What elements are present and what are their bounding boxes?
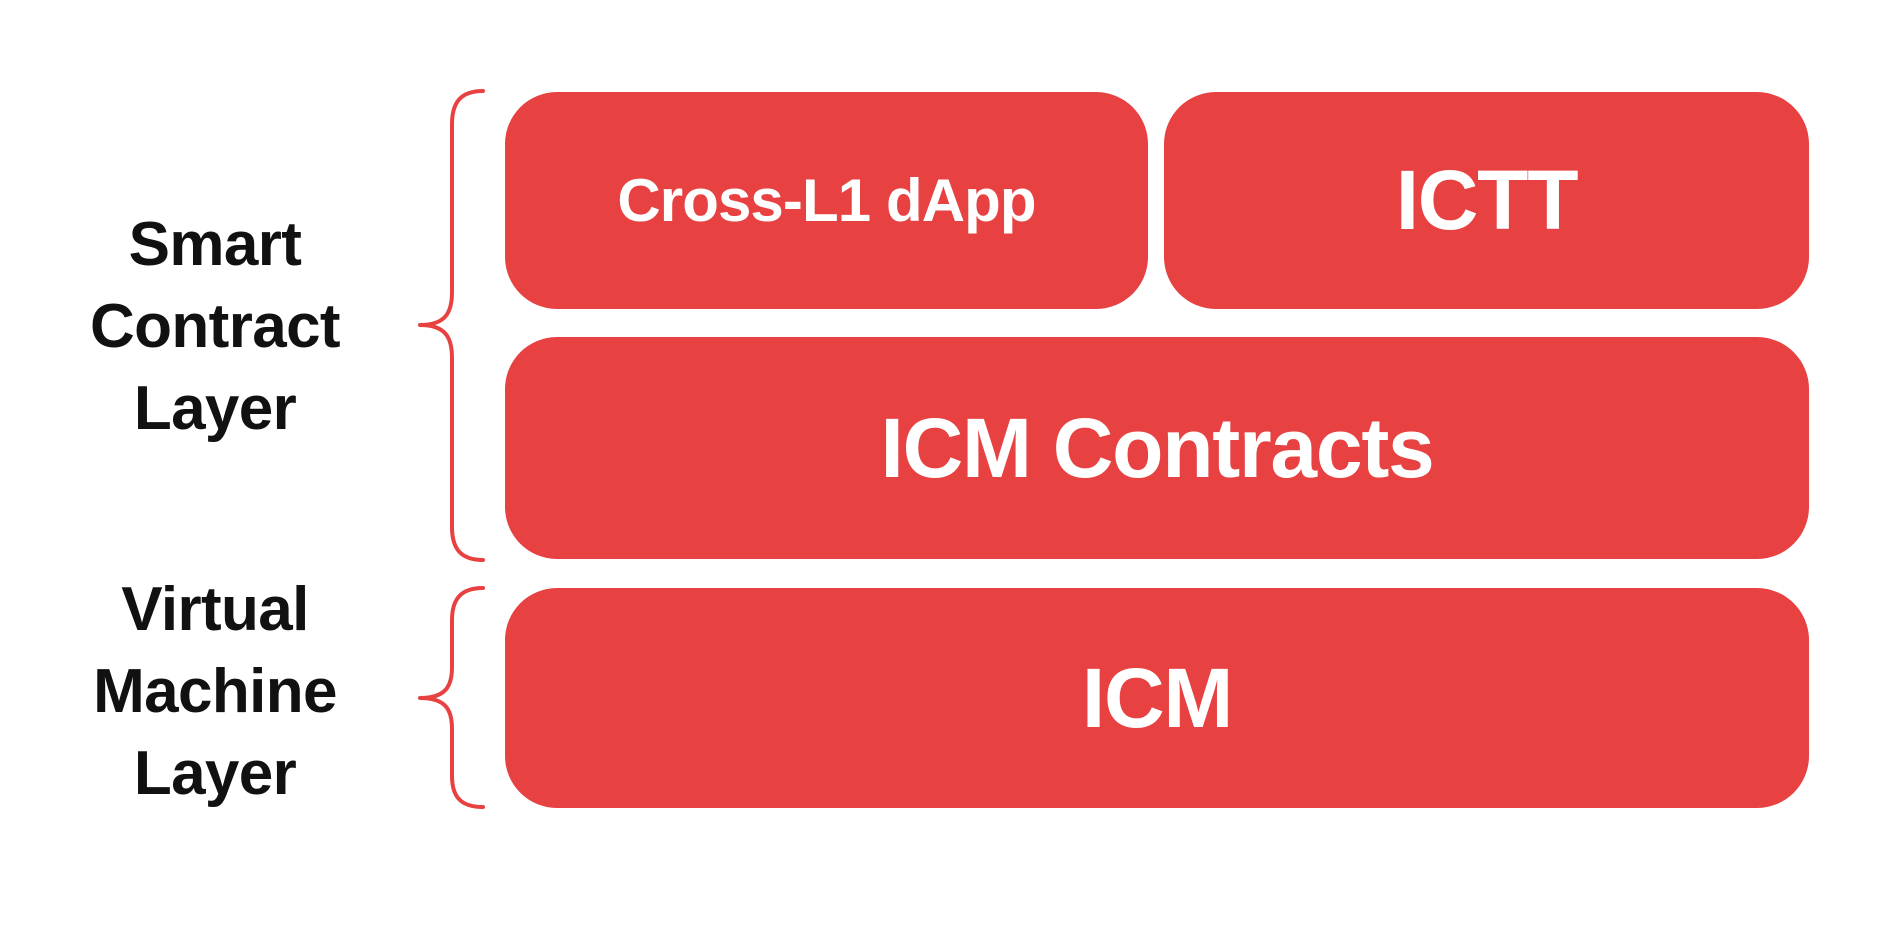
- box-cross-l1-dapp: Cross-L1 dApp: [505, 92, 1148, 309]
- label-line: Machine: [93, 657, 337, 726]
- label-line: Layer: [133, 374, 297, 443]
- smart-contract-brace-icon: [418, 89, 485, 562]
- label-line: Layer: [133, 739, 297, 808]
- box-icm-contracts-label: ICM Contracts: [880, 400, 1435, 495]
- label-line: Virtual: [121, 575, 309, 644]
- box-ictt: ICTT: [1164, 92, 1809, 309]
- box-icm-label: ICM: [1081, 650, 1233, 745]
- label-line: Smart: [128, 210, 302, 279]
- box-icm: ICM: [505, 588, 1809, 808]
- box-ictt-label: ICTT: [1395, 153, 1579, 247]
- smart-contract-layer-label: Smart Contract Layer: [30, 204, 400, 450]
- virtual-machine-layer-label: Virtual Machine Layer: [30, 569, 400, 815]
- box-icm-contracts: ICM Contracts: [505, 337, 1809, 559]
- label-line: Contract: [90, 292, 341, 361]
- virtual-machine-brace-icon: [418, 586, 485, 809]
- box-cross-l1-dapp-label: Cross-L1 dApp: [617, 167, 1036, 234]
